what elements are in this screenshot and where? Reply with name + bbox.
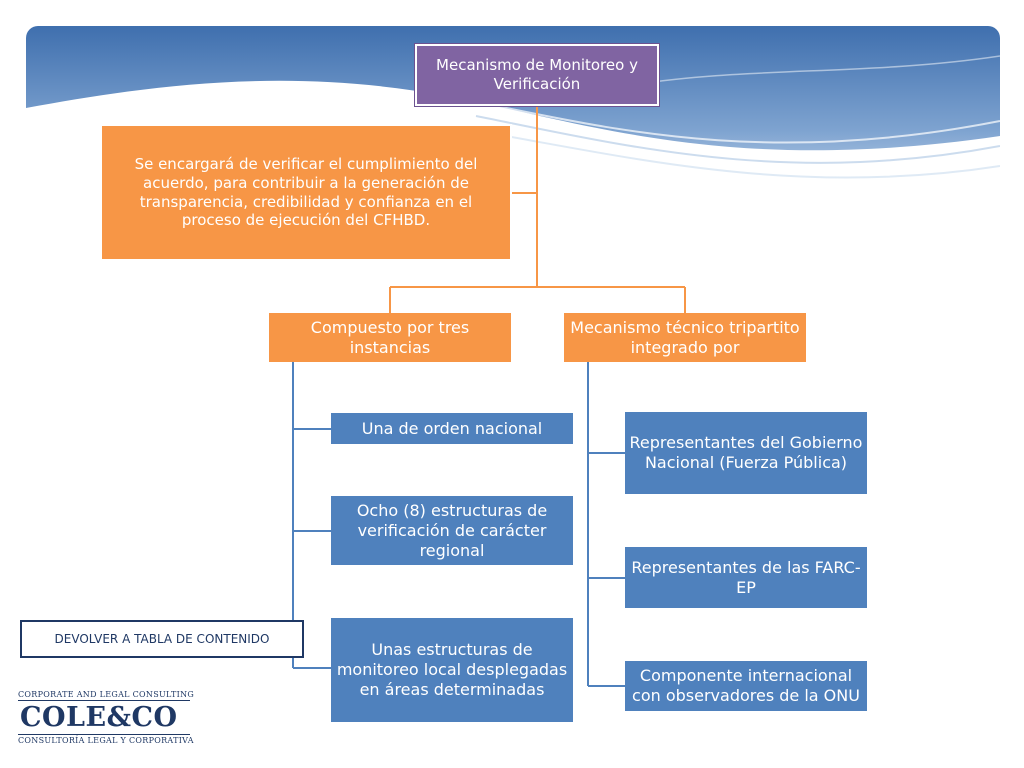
- logo-top-text: CORPORATE AND LEGAL CONSULTING: [18, 690, 195, 699]
- description-node: Se encargará de verificar el cumplimient…: [100, 124, 512, 261]
- right-item-node: Componente internacional con observadore…: [625, 661, 867, 711]
- right-branch-label: Mecanismo técnico tripartito integrado p…: [570, 317, 800, 357]
- left-branch-label: Compuesto por tres instancias: [310, 317, 470, 357]
- right-item-label: Representantes del Gobierno Nacional (Fu…: [629, 433, 863, 472]
- cole-co-logo: CORPORATE AND LEGAL CONSULTING COLE&CO C…: [8, 678, 213, 756]
- right-item-node: Representantes de las FARC-EP: [625, 547, 867, 608]
- left-branch-node: Compuesto por tres instancias: [269, 313, 511, 362]
- logo-rule: [18, 734, 190, 735]
- left-item-label: Una de orden nacional: [361, 418, 543, 438]
- right-item-label: Representantes de las FARC-EP: [631, 557, 861, 597]
- logo-rule: [18, 700, 190, 701]
- return-to-contents-button[interactable]: DEVOLVER A TABLA DE CONTENIDO: [20, 620, 304, 658]
- return-to-contents-label: DEVOLVER A TABLA DE CONTENIDO: [54, 632, 270, 646]
- right-branch-node: Mecanismo técnico tripartito integrado p…: [564, 313, 806, 362]
- left-item-node: Ocho (8) estructuras de verificación de …: [331, 496, 573, 565]
- right-item-node: Representantes del Gobierno Nacional (Fu…: [625, 412, 867, 494]
- logo-bottom-text: CONSULTORÍA LEGAL Y CORPORATIVA: [18, 736, 194, 745]
- logo-brand: COLE&CO: [20, 702, 178, 733]
- root-node: Mecanismo de Monitoreo y Verificación: [415, 44, 659, 106]
- left-item-label: Ocho (8) estructuras de verificación de …: [356, 500, 548, 560]
- left-item-label: Unas estructuras de monitoreo local desp…: [336, 640, 568, 699]
- left-item-node: Una de orden nacional: [331, 413, 573, 444]
- right-item-label: Componente internacional con observadore…: [632, 666, 860, 705]
- root-node-label: Mecanismo de Monitoreo y Verificación: [436, 56, 638, 93]
- description-node-label: Se encargará de verificar el cumplimient…: [134, 155, 478, 230]
- left-item-node: Unas estructuras de monitoreo local desp…: [331, 618, 573, 722]
